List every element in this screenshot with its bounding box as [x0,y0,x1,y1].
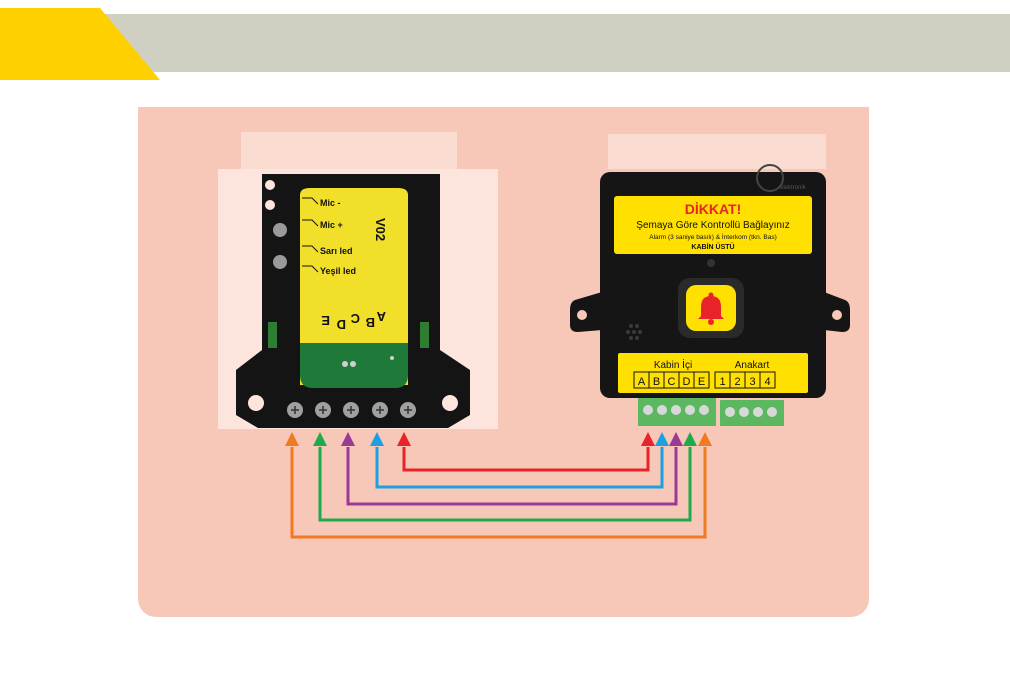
warning-line1: Şemaya Göre Kontrollü Bağlayınız [636,220,789,231]
terminal-letter-e: E [321,313,330,328]
terminal-letter-b: B [366,315,375,330]
anakart-terminal-4: 4 [764,376,770,388]
kabin-ici-terminal-e: E [698,376,705,388]
wire-label-mic-plus: Mic + [320,220,343,230]
kabin-ici-terminal-d: D [683,376,691,388]
wire-label-mic-minus: Mic - [320,198,341,208]
kabin-ici-terminal-c: C [668,376,676,388]
warning-line2: Alarm (3 saniye basılı) & İnterkom (tkn.… [649,232,777,241]
model-label: V02 [373,218,388,241]
anakart-terminal-block [720,400,784,426]
terminal-letter-c: C [350,311,360,326]
wire-label-yellow-led: Sarı led [320,246,353,256]
wire-c [341,432,683,504]
wiring-connections [285,432,712,537]
brand-label: elektronik [780,185,807,191]
left-device: Mic - Mic + Sarı led Yeşil led V02 A B C… [236,174,470,428]
terminal-letter-a: A [376,309,386,324]
right-device: elektronik DİKKAT! Şemaya Göre Kontrollü… [570,165,850,426]
wire-a [397,432,655,470]
warning-title: DİKKAT! [685,201,742,217]
anakart-terminal-3: 3 [749,376,755,388]
warning-line3: KABİN ÜSTÜ [691,242,734,251]
kabin-ici-terminal-a: A [638,376,646,388]
kabin-ici-terminal-block [638,398,716,426]
group-label-kabin-ici: Kabin İçi [654,358,692,371]
group-label-anakart: Anakart [735,360,770,371]
anakart-terminal-1: 1 [719,376,725,388]
wire-label-green-led: Yeşil led [320,266,356,276]
terminal-letter-d: D [337,317,346,332]
kabin-ici-terminal-b: B [653,376,660,388]
wire-b [370,432,669,487]
terminal-label-sticker [618,353,808,393]
anakart-terminal-2: 2 [734,376,740,388]
